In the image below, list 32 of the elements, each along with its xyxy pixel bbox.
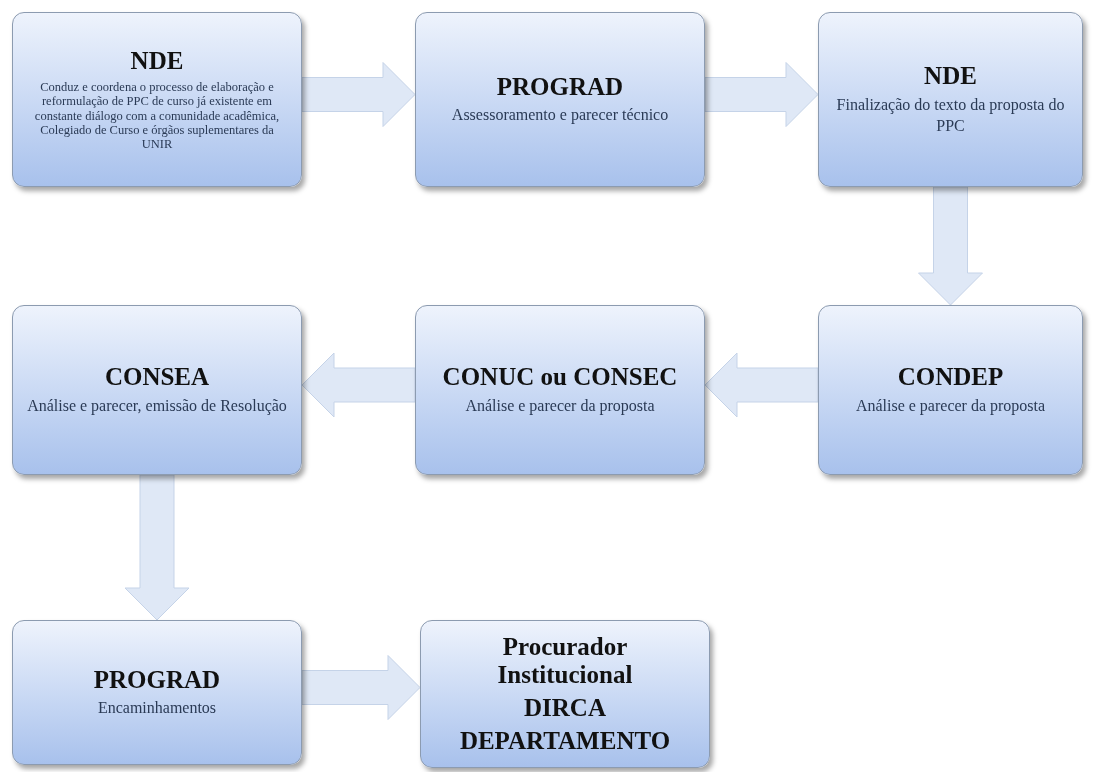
box-heading: CONSEA: [104, 363, 210, 392]
process-box: [818, 305, 1083, 475]
box-heading: DEPARTAMENTO: [459, 726, 671, 756]
process-box: [415, 12, 705, 187]
box-heading: PROGRAD: [93, 665, 221, 695]
box-heading: CONDEP: [897, 363, 1004, 392]
process-box: [12, 620, 302, 765]
box-description: Conduz e coordena o processo de elaboração e reformulação de PPC de curso já existente em constante diálogo com a comunidade acadêmica, Colegiado de Curso e órgãos suplementares da UNIR: [33, 79, 281, 152]
box-heading: PROGRAD: [496, 72, 624, 102]
process-box: [12, 305, 302, 475]
box-heading: Procurador Institucional: [496, 632, 634, 690]
block-arrow: [301, 655, 421, 720]
process-box: [415, 305, 705, 475]
box-description: Finalização do texto da proposta do PPC: [835, 95, 1066, 136]
box-description: Encaminhamentos: [97, 698, 217, 719]
block-arrow: [301, 62, 416, 127]
box-description: Análise e parecer da proposta: [465, 395, 655, 417]
box-heading: NDE: [924, 62, 977, 92]
box-description: Assessoramento e parecer técnico: [451, 105, 669, 126]
process-box: [818, 12, 1083, 187]
process-box: [420, 620, 710, 768]
box-heading: NDE: [130, 47, 184, 76]
box-heading: DIRCA: [524, 694, 606, 723]
box-description: Análise e parecer, emissão de Resolução: [27, 395, 287, 417]
box-heading: CONUC ou CONSEC: [442, 363, 678, 392]
box-description: Análise e parecer da proposta: [855, 395, 1046, 417]
block-arrow: [301, 352, 416, 418]
process-box: [12, 12, 302, 187]
block-arrow: [124, 474, 190, 621]
block-arrow: [918, 186, 983, 306]
block-arrow: [704, 62, 819, 127]
block-arrow: [704, 352, 819, 418]
